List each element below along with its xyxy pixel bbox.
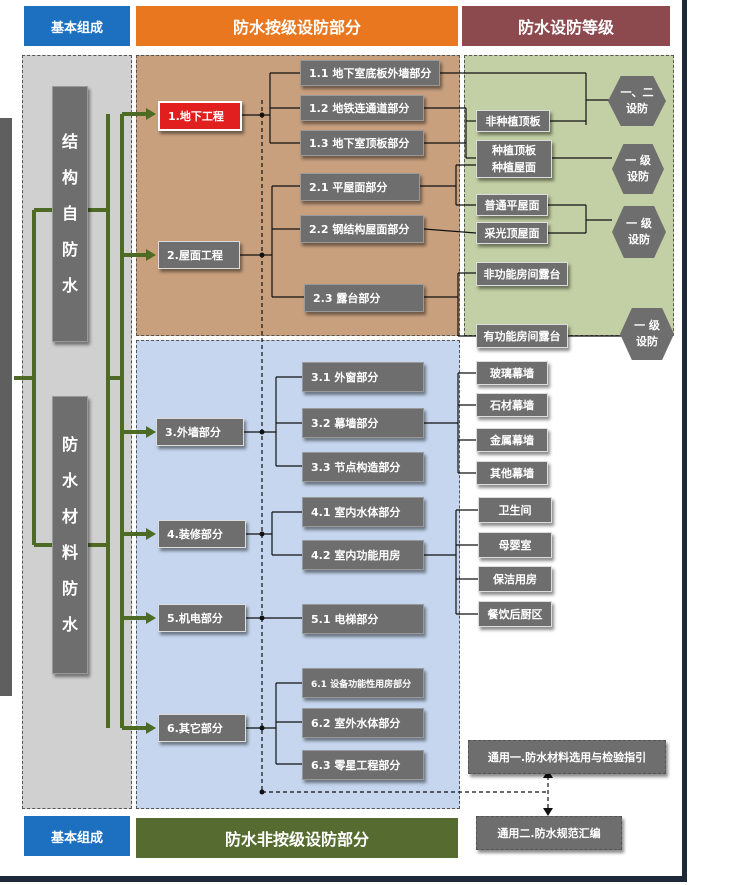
subitem-1-2[interactable]: 1.2 地铁连通道部分: [300, 95, 424, 121]
level-label: 一、二: [620, 86, 654, 99]
subitem-3-1[interactable]: 3.1 外窗部分: [302, 362, 424, 392]
subitem-4-2[interactable]: 4.2 室内功能用房: [302, 540, 424, 570]
col-char: 材: [61, 507, 78, 526]
category-roof[interactable]: 2.屋面工程: [158, 241, 240, 269]
leaf-cleaning-room[interactable]: 保洁用房: [478, 566, 552, 592]
general-materials-guide[interactable]: 通用一.防水材料选用与检验指引: [468, 740, 666, 774]
subitem-5-1[interactable]: 5.1 电梯部分: [302, 604, 424, 634]
level-first-second: 一、二 设防: [608, 76, 666, 126]
subitem-6-3[interactable]: 6.3 零星工程部分: [302, 750, 424, 780]
category-mep[interactable]: 5.机电部分: [158, 604, 246, 632]
category-exterior-wall[interactable]: 3.外墙部分: [156, 418, 244, 446]
leaf-toilet[interactable]: 卫生间: [478, 497, 552, 523]
col-char: 防: [61, 240, 78, 259]
col-char: 水: [61, 471, 78, 490]
level-first-c: 一 级 设防: [620, 308, 674, 360]
left-edge-strip: [0, 118, 12, 696]
leaf-other-curtain-wall[interactable]: 其他幕墙: [476, 461, 548, 485]
leaf-functional-terrace[interactable]: 有功能房间露台: [476, 324, 568, 348]
leaf-nonfunctional-terrace[interactable]: 非功能房间露台: [476, 262, 568, 286]
subitem-2-3[interactable]: 2.3 露台部分: [304, 284, 424, 312]
leaf-glass-curtain-wall[interactable]: 玻璃幕墙: [476, 361, 548, 385]
level-sub: 设防: [627, 170, 649, 183]
subitem-3-3[interactable]: 3.3 节点构造部分: [302, 452, 424, 482]
header-levels: 防水设防等级: [462, 6, 670, 46]
category-underground[interactable]: 1.地下工程: [158, 101, 242, 131]
level-label: 一 级: [626, 217, 652, 230]
header-nongraded: 防水非按级设防部分: [136, 818, 458, 858]
subitem-2-1[interactable]: 2.1 平屋面部分: [300, 173, 420, 201]
subitem-1-3[interactable]: 1.3 地下室顶板部分: [300, 130, 424, 156]
leaf-nursing-room[interactable]: 母婴室: [478, 532, 552, 558]
subitem-6-2[interactable]: 6.2 室外水体部分: [302, 708, 424, 738]
col-char: 防: [61, 579, 78, 598]
leaf-non-planted-roof[interactable]: 非种植顶板: [476, 110, 550, 132]
leaf-planted-line1: 种植顶板: [492, 144, 536, 157]
leaf-metal-curtain-wall[interactable]: 金属幕墙: [476, 428, 548, 452]
leaf-planted-line2: 种植屋面: [492, 161, 536, 174]
level-first-b: 一 级 设防: [612, 206, 666, 258]
level-label: 一 级: [625, 154, 651, 167]
level-sub: 设防: [628, 233, 650, 246]
level-first-a: 一 级 设防: [612, 144, 664, 194]
general-regulations-compilation[interactable]: 通用二.防水规范汇编: [476, 816, 622, 850]
col-char: 料: [61, 543, 78, 562]
level-sub: 设防: [636, 335, 658, 348]
right-edge-border: [682, 0, 687, 880]
category-decoration[interactable]: 4.装修部分: [158, 520, 246, 548]
header-basic-bottom: 基本组成: [24, 816, 130, 856]
material-waterproofing: 防 水 材 料 防 水: [52, 396, 88, 674]
col-char: 水: [61, 276, 78, 295]
header-basic: 基本组成: [24, 6, 130, 46]
level-sub: 设防: [626, 102, 648, 115]
subitem-3-2[interactable]: 3.2 幕墙部分: [302, 408, 424, 438]
category-other[interactable]: 6.其它部分: [158, 714, 246, 742]
structural-self-waterproofing: 结 构 自 防 水: [52, 86, 88, 342]
leaf-skylight-roof[interactable]: 采光顶屋面: [476, 222, 548, 244]
col-char: 结: [61, 132, 78, 151]
subitem-2-2[interactable]: 2.2 钢结构屋面部分: [300, 215, 424, 243]
header-graded: 防水按级设防部分: [136, 6, 458, 46]
subitem-1-1[interactable]: 1.1 地下室底板外墙部分: [300, 60, 440, 86]
level-label: 一 级: [634, 319, 660, 332]
leaf-planted-roof[interactable]: 种植顶板 种植屋面: [476, 140, 552, 178]
col-char: 自: [61, 204, 78, 223]
col-char: 水: [61, 615, 78, 634]
leaf-kitchen-area[interactable]: 餐饮后厨区: [478, 601, 552, 627]
bottom-edge-border: [0, 876, 687, 882]
col-char: 构: [61, 168, 78, 187]
subitem-4-1[interactable]: 4.1 室内水体部分: [302, 497, 424, 527]
subitem-6-1[interactable]: 6.1 设备功能性用房部分: [302, 668, 424, 698]
leaf-flat-roof[interactable]: 普通平屋面: [476, 194, 548, 216]
leaf-stone-curtain-wall[interactable]: 石材幕墙: [476, 393, 548, 417]
col-char: 防: [61, 435, 78, 454]
